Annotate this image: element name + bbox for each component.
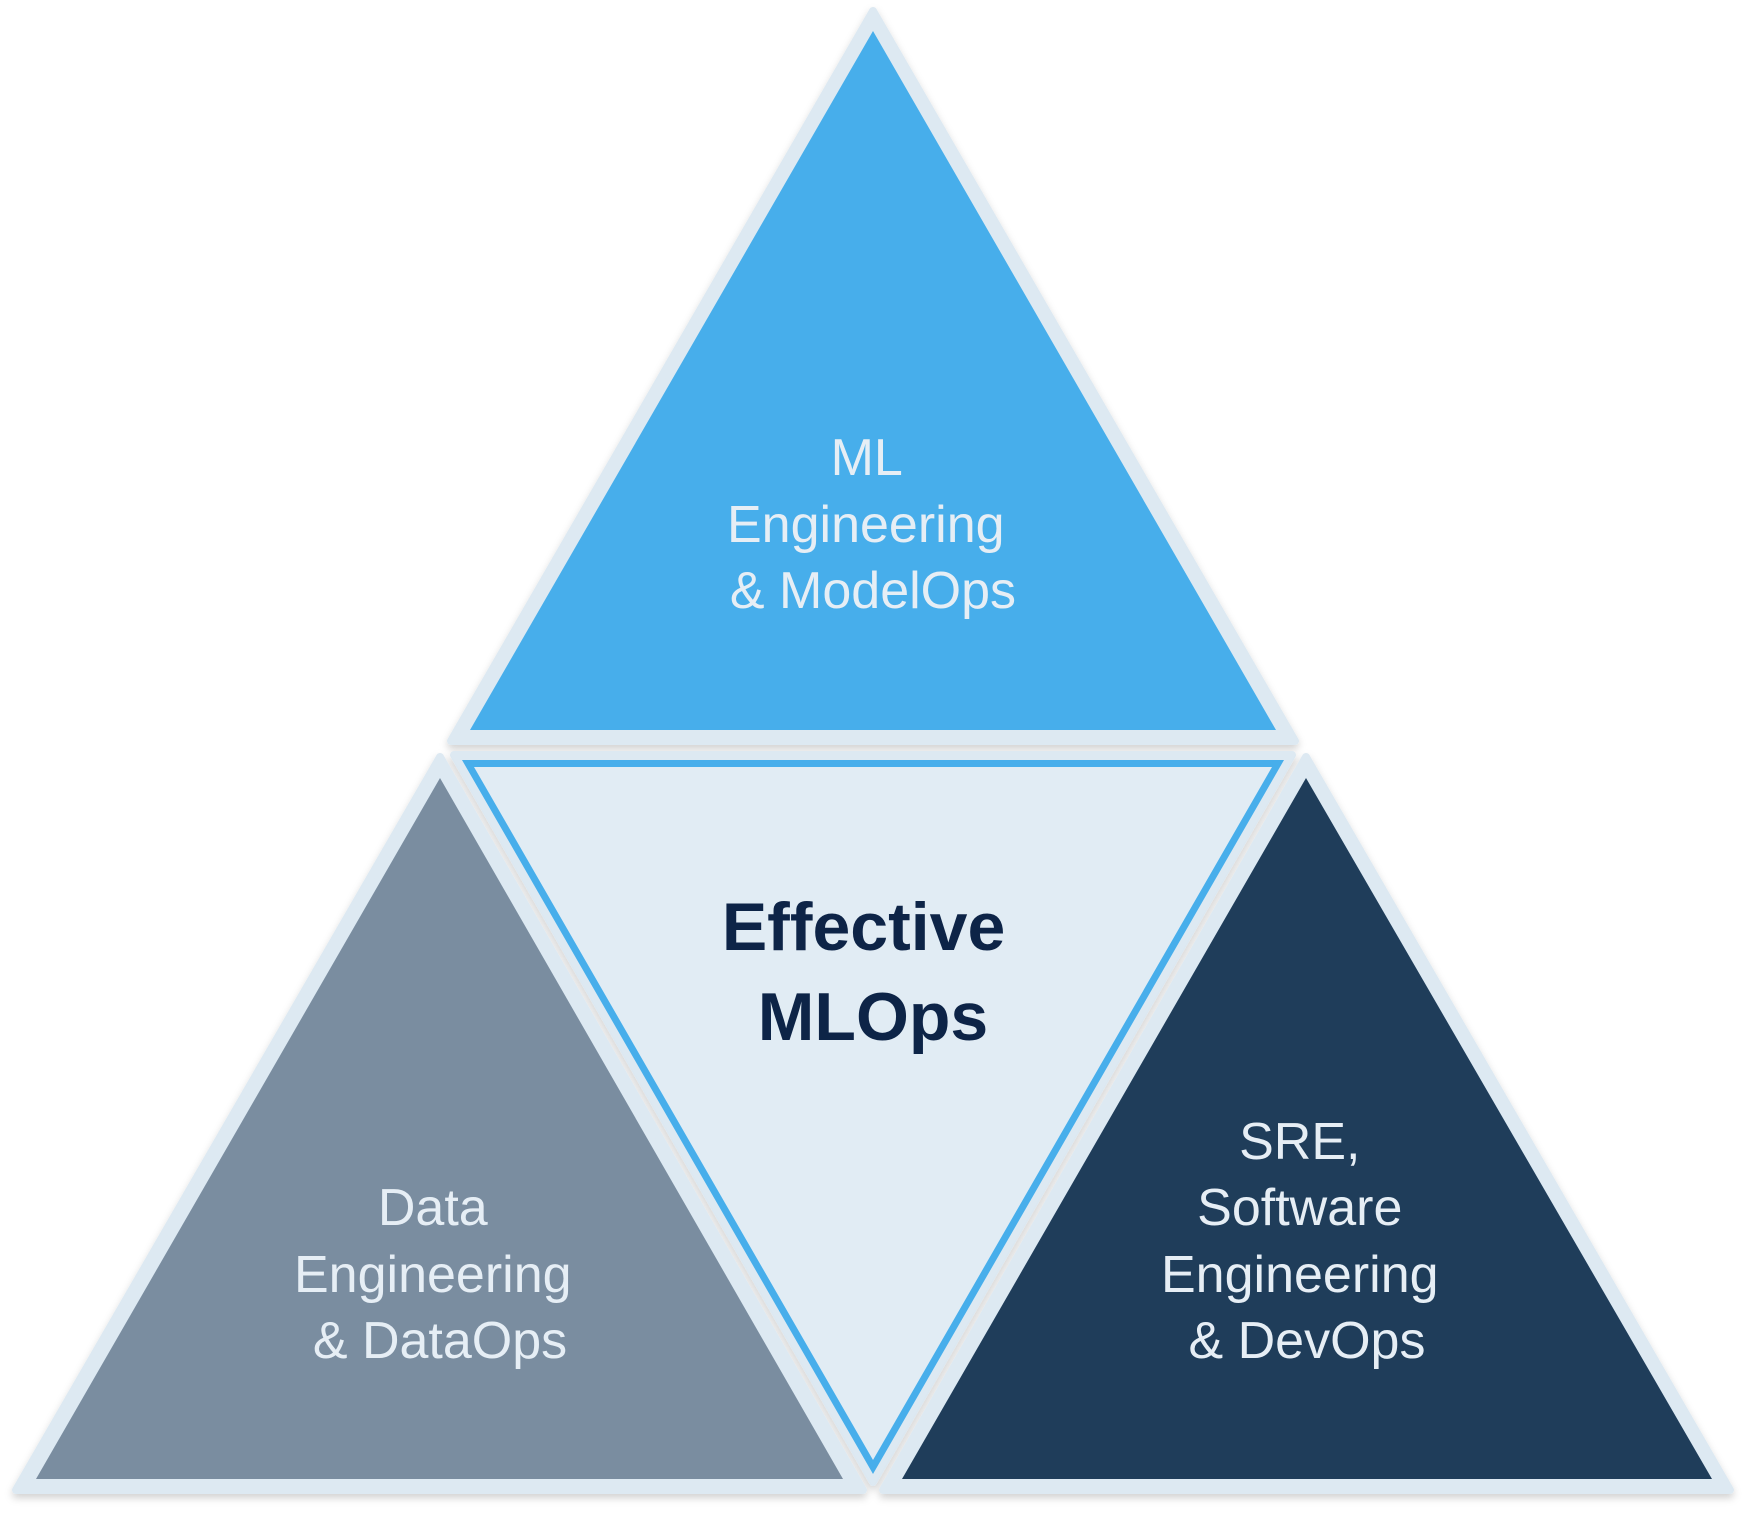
data-engineering-triangle: Data Engineering & DataOps [12, 753, 867, 1494]
effective-mlops-triangle: Effective MLOps [450, 751, 1296, 1486]
sre-devops-label: SRE, Software Engineering & DevOps [1161, 1113, 1453, 1370]
ml-engineering-triangle: ML Engineering & ModelOps [447, 7, 1299, 745]
effective-mlops-label: Effective MLOps [722, 889, 1024, 1055]
sre-devops-triangle: SRE, Software Engineering & DevOps [879, 753, 1734, 1494]
ml-engineering-label: ML Engineering & ModelOps [727, 429, 1019, 620]
data-engineering-label: Data Engineering & DataOps [294, 1179, 586, 1370]
